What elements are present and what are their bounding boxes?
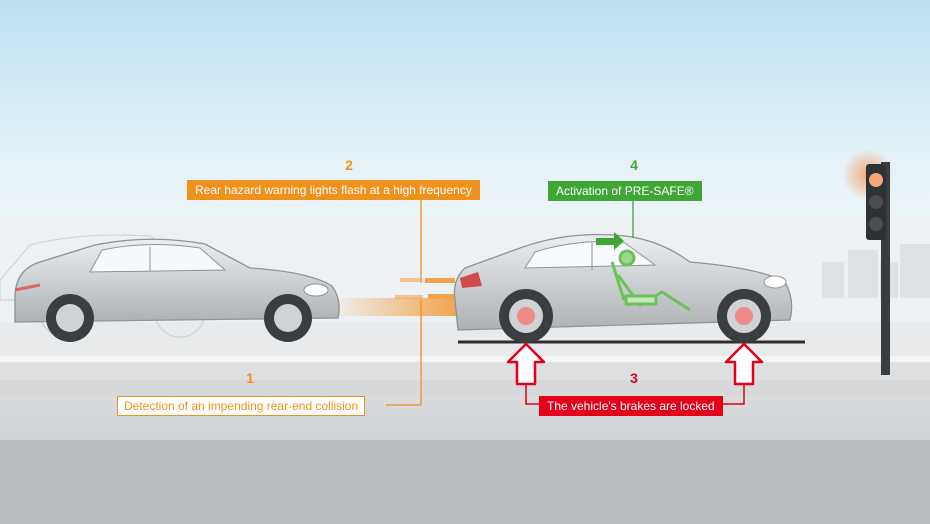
rear-wheel [46, 294, 94, 342]
following-car [14, 238, 340, 342]
pre-safe-arrow-icon [596, 232, 624, 250]
step-1-label: Detection of an impending rear-end colli… [117, 396, 366, 416]
leader-line-1 [386, 300, 422, 406]
step-3-label: The vehicle's brakes are locked [539, 396, 723, 416]
step-1-number: 1 [246, 370, 254, 386]
seated-occupant-icon [610, 249, 691, 312]
traffic-light-icon [842, 149, 894, 375]
foreground-band [0, 440, 930, 524]
step-4-label: Activation of PRE-SAFE® [548, 181, 702, 201]
rear-wheel-braked [499, 289, 553, 343]
pre-safe-car [453, 232, 805, 344]
hazard-light-streaks [395, 278, 456, 299]
step-2-number: 2 [345, 157, 353, 173]
step-2-label: Rear hazard warning lights flash at a hi… [187, 180, 480, 200]
step-3-number: 3 [630, 370, 638, 386]
road-stripe [0, 356, 930, 364]
step-4-number: 4 [630, 157, 638, 173]
front-wheel [264, 294, 312, 342]
road-band [0, 380, 930, 396]
warning-beam [330, 298, 460, 316]
front-wheel-braked [717, 289, 771, 343]
